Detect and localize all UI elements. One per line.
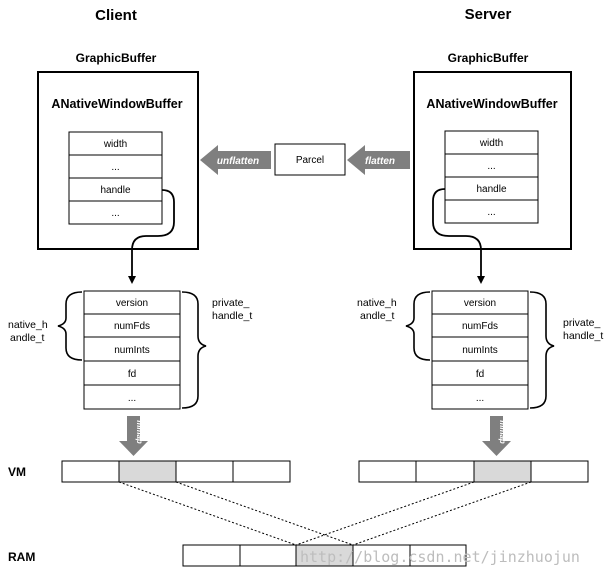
server-native-handle-label-1: native_h	[357, 297, 397, 309]
ram-seg-1	[182, 544, 241, 567]
client-field-ellipsis-1-text: ...	[111, 162, 119, 173]
server-vm-seg-3-mapped	[473, 460, 532, 483]
client-handle-numints-text: numInts	[114, 345, 150, 356]
server-handle-connector	[432, 188, 485, 284]
server-field-ellipsis-1-text: ...	[487, 161, 495, 172]
client-private-handle-label-2: handle_t	[212, 310, 252, 322]
client-private-handle-label-1: private_	[212, 297, 250, 309]
server-field-width-text: width	[479, 138, 503, 149]
client-vm-seg-3	[175, 460, 234, 483]
client-handle-numfds-text: numFds	[114, 321, 150, 332]
server-vm-seg-2	[415, 460, 475, 483]
server-private-handle-label-1: private_	[563, 317, 601, 329]
client-handle-numints	[83, 336, 181, 362]
ram-bar	[182, 544, 467, 567]
client-handle-connector	[128, 189, 175, 284]
vm-label: VM	[8, 465, 26, 479]
server-field-ellipsis-2	[444, 199, 539, 224]
client-field-width-text: width	[103, 139, 127, 150]
server-private-handle-label-2: handle_t	[563, 330, 603, 342]
flatten-arrow	[347, 145, 410, 175]
ram-seg-2	[239, 544, 297, 567]
server-field-handle-text: handle	[476, 184, 506, 195]
client-field-handle-text: handle	[100, 185, 130, 196]
server-windowbuffer-label: ANativeWindowBuffer	[426, 97, 557, 111]
server-private-handle-brace	[529, 291, 555, 409]
watermark-text: http://blog.csdn.net/jinzhuojun	[300, 548, 580, 566]
client-mmap-arrow	[119, 416, 148, 456]
client-handle-ellipsis-text: ...	[128, 393, 136, 404]
client-private-handle-brace	[181, 291, 207, 409]
client-vm-bar	[61, 460, 291, 483]
server-handle-numints-text: numInts	[462, 345, 498, 356]
ram-label: RAM	[8, 550, 35, 564]
parcel-box	[274, 143, 346, 176]
server-map-line-right	[352, 481, 532, 546]
parcel-label: Parcel	[296, 155, 324, 166]
server-handle-numfds-text: numFds	[462, 321, 498, 332]
client-map-line-right	[175, 481, 354, 546]
client-field-ellipsis-2-text: ...	[111, 208, 119, 219]
unflatten-label: unflatten	[217, 156, 259, 167]
server-handle-ellipsis	[431, 384, 529, 410]
client-map-line-left	[118, 481, 297, 546]
client-field-ellipsis-2	[68, 200, 163, 225]
vm-to-ram-mapping-lines	[118, 481, 532, 546]
server-title: Server	[465, 6, 512, 23]
server-native-handle-fields: version numFds numInts fd ...	[431, 290, 529, 410]
server-vm-bar	[358, 460, 589, 483]
client-mmap-label: mmap	[135, 420, 144, 444]
client-native-handle-brace	[57, 291, 83, 361]
ram-seg-5	[409, 544, 467, 567]
server-graphicbuffer-label: GraphicBuffer	[448, 51, 529, 65]
server-map-line-left	[295, 481, 475, 546]
server-handle-ellipsis-text: ...	[476, 393, 484, 404]
server-buffer-fields: width ... handle ...	[444, 130, 539, 224]
server-handle-version-text: version	[464, 298, 496, 309]
server-mmap-label: mmap	[498, 420, 507, 444]
server-mmap-arrow	[482, 416, 511, 456]
server-handle-fd-text: fd	[476, 369, 484, 380]
client-handle-fd-text: fd	[128, 369, 136, 380]
client-vm-seg-4	[232, 460, 291, 483]
client-title: Client	[95, 7, 137, 24]
unflatten-arrow	[200, 145, 271, 175]
client-handle-ellipsis	[83, 384, 181, 410]
client-vm-seg-2-mapped	[118, 460, 177, 483]
client-native-handle-fields: version numFds numInts fd ...	[83, 290, 181, 410]
client-handle-version-text: version	[116, 298, 148, 309]
client-handle-fd	[83, 360, 181, 386]
server-native-handle-label-2: andle_t	[360, 310, 395, 322]
client-vm-seg-1	[61, 460, 120, 483]
client-native-handle-label-1: native_h	[8, 319, 48, 331]
flatten-label: flatten	[365, 156, 395, 167]
server-vm-seg-4	[530, 460, 589, 483]
client-windowbuffer-label: ANativeWindowBuffer	[51, 97, 182, 111]
client-graphicbuffer-label: GraphicBuffer	[76, 51, 157, 65]
server-native-handle-brace	[405, 291, 431, 361]
server-vm-seg-1	[358, 460, 417, 483]
server-field-ellipsis-2-text: ...	[487, 207, 495, 218]
client-native-handle-label-2: andle_t	[10, 332, 45, 344]
client-buffer-fields: width ... handle ...	[68, 131, 163, 225]
